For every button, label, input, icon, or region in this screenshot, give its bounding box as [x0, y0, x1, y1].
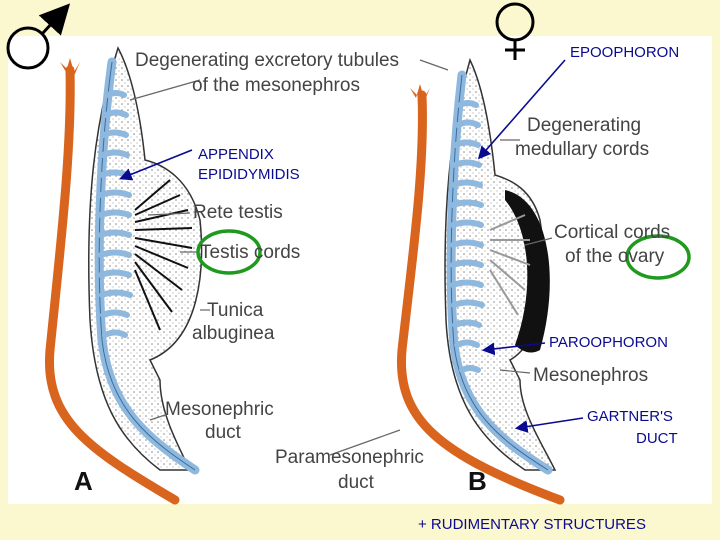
annotation-paroophoron: PAROOPHORON: [549, 334, 668, 351]
label-tunica-2: albuginea: [192, 323, 275, 344]
footer-rudimentary-structures: + RUDIMENTARY STRUCTURES: [418, 516, 646, 533]
ovary-highlight: [625, 234, 691, 280]
panel-a-letter: A: [74, 466, 93, 496]
label-rete-testis: Rete testis: [193, 202, 283, 223]
label-cortical-cords-1: Cortical cords: [554, 222, 671, 243]
panel-b-drawing: [396, 57, 565, 505]
panel-a-drawing: [44, 46, 203, 505]
female-symbol-icon: [495, 2, 535, 60]
label-cortical-cords-2: of the ovary: [565, 246, 665, 267]
label-paramesonephric-2: duct: [338, 472, 374, 493]
panel-b-letter: B: [468, 466, 487, 496]
label-mesonephric-duct-1: Mesonephric: [165, 399, 274, 420]
label-paramesonephric-1: Paramesonephric: [275, 447, 424, 468]
annotation-gartners-1: GARTNER'S: [587, 408, 673, 425]
testis-cords-highlight: [196, 229, 262, 275]
label-testis-cords: Testis cords: [200, 242, 301, 263]
annotation-appendix-1: APPENDIX: [198, 146, 274, 163]
annotation-appendix-2: EPIDIDYMIDIS: [198, 166, 300, 183]
leader-lines: [129, 59, 553, 456]
label-tunica-1: Tunica: [207, 300, 264, 321]
label-degenerating-excretory-1: Degenerating excretory tubules: [135, 50, 400, 71]
label-mesonephric-duct-2: duct: [205, 422, 241, 443]
label-degenerating-medullary-1: Degenerating: [527, 115, 642, 136]
annotation-arrows: [119, 59, 584, 433]
label-degenerating-medullary-2: medullary cords: [515, 139, 650, 160]
label-degenerating-excretory-2: of the mesonephros: [192, 75, 360, 96]
annotation-epoophoron: EPOOPHORON: [570, 44, 680, 61]
male-symbol-icon: [6, 3, 71, 70]
label-mesonephros: Mesonephros: [533, 365, 649, 386]
annotation-gartners-2: DUCT: [636, 430, 678, 447]
